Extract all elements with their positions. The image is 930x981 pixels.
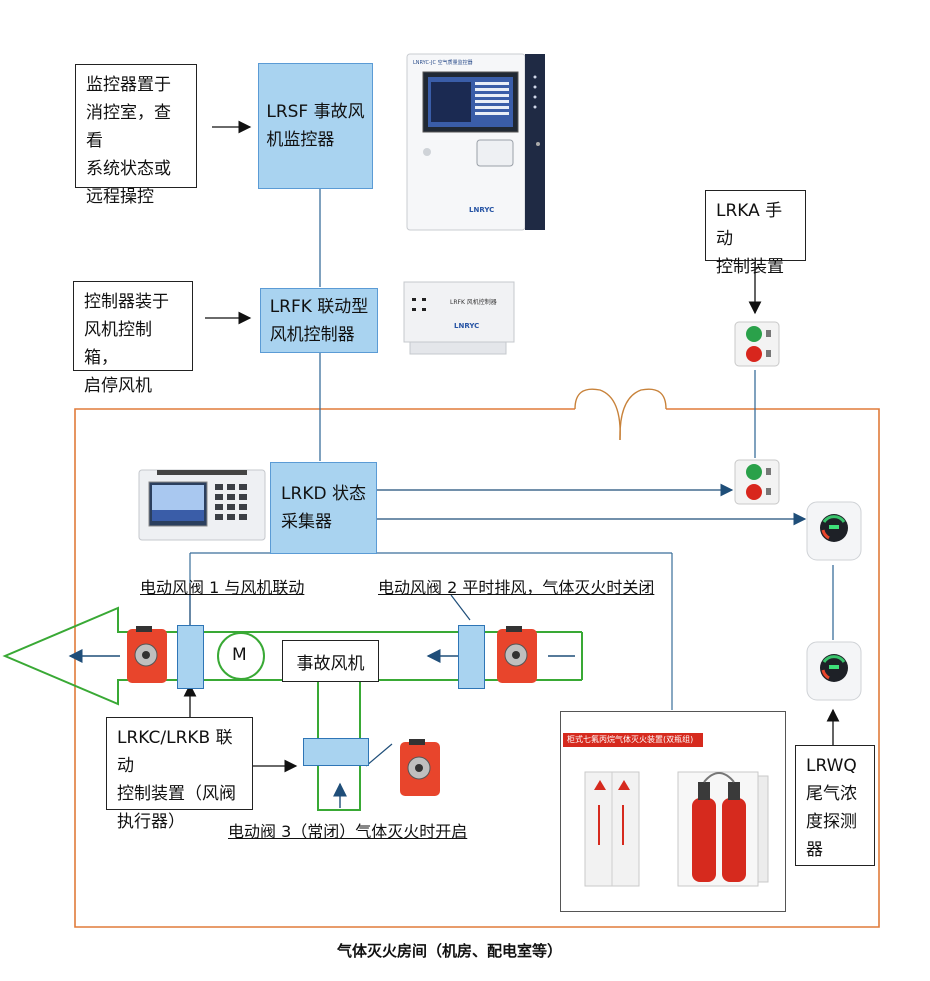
svg-text:LNRYC: LNRYC: [469, 206, 494, 214]
room-caption: 气体灭火房间（机房、配电室等）: [337, 942, 563, 960]
manual-button-panel-1: [734, 321, 780, 367]
valve-actuator-3: [400, 739, 440, 796]
lrkd-label: LRKD 状态 采集器: [281, 484, 366, 532]
emergency-fan-box: 事故风机: [282, 640, 379, 682]
controller-note: 控制器装于 风机控制箱， 启停风机: [73, 281, 193, 396]
gas-detector-2: [806, 641, 862, 701]
svg-text:LNRYC: LNRYC: [454, 322, 479, 330]
svg-text:LRFK 风机控制器: LRFK 风机控制器: [450, 298, 497, 306]
lrfk-controller-box: LRFK 联动型 风机控制器: [260, 288, 378, 353]
monitor-device-image: LNRYC-JC 空气质量监控器 LNRYC: [406, 53, 545, 231]
valve1-label: 电动风阀 1 与风机联动: [140, 578, 305, 597]
lrfk-label: LRFK 联动型 风机控制器: [269, 296, 369, 345]
lrsf-monitor-box: LRSF 事故风 机监控器: [258, 63, 373, 189]
extinguisher-title-banner: 柜式七氟丙烷气体灭火装置(双瓶组): [563, 733, 703, 747]
motor-circle: [217, 632, 265, 680]
svg-text:LNRYC-JC 空气质量监控器: LNRYC-JC 空气质量监控器: [413, 59, 473, 66]
gas-detector-1: [806, 501, 862, 561]
motor-label: M: [232, 645, 247, 665]
valve-3: [303, 738, 369, 766]
fan-label: 事故风机: [296, 653, 365, 674]
lrkd-collector-box: LRKD 状态 采集器: [270, 462, 377, 554]
controller-device-image: LRFK 风机控制器 LNRYC: [403, 281, 515, 355]
valve-2: [458, 625, 485, 689]
valve-actuator-2: [497, 626, 537, 683]
extinguisher-cabinets: [584, 771, 769, 887]
lrkc-note: LRKC/LRKB 联动 控制装置（风阀 执行器）: [106, 717, 253, 832]
monitor-note: 监控器置于 消控室，查看 系统状态或 远程操控: [75, 64, 197, 207]
valve-actuator-1: [127, 626, 167, 683]
valve-1: [177, 625, 204, 689]
lrsf-label: LRSF 事故风 机监控器: [266, 102, 365, 150]
room-border: [74, 388, 880, 928]
lrwq-note: LRWQ 尾气浓 度探测 器: [795, 745, 875, 866]
valve2-label: 电动风阀 2 平时排风，气体灭火时关闭: [378, 578, 655, 597]
valve3-label: 电动阀 3（常闭）气体灭火时开启: [228, 822, 468, 841]
lrka-note: LRKA 手动 控制装置: [705, 190, 806, 277]
collector-device-image: [138, 469, 266, 541]
manual-button-panel-2: [734, 459, 780, 505]
